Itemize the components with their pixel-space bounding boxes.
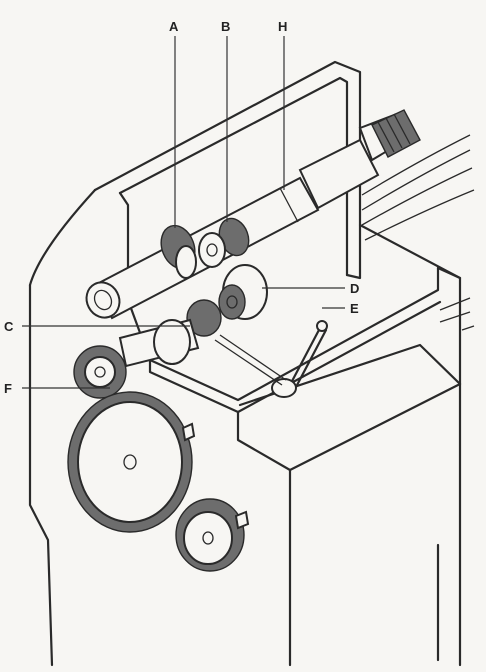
gear-a (160, 224, 197, 279)
gear-cluster-d (186, 264, 268, 337)
label-a: A (169, 19, 179, 34)
leader-lines (22, 36, 345, 389)
label-h: H (278, 19, 287, 34)
shaft-c (118, 318, 200, 368)
label-d: D (350, 281, 359, 296)
small-change-gear (175, 498, 250, 572)
labels: A B H D E C F (4, 19, 359, 396)
label-b: B (221, 19, 230, 34)
label-c: C (4, 319, 14, 334)
large-change-gear (67, 391, 196, 533)
handwheel-f (73, 345, 127, 399)
label-e: E (350, 301, 359, 316)
lever-e (214, 320, 328, 398)
gear-b (198, 217, 250, 268)
label-f: F (4, 381, 12, 396)
